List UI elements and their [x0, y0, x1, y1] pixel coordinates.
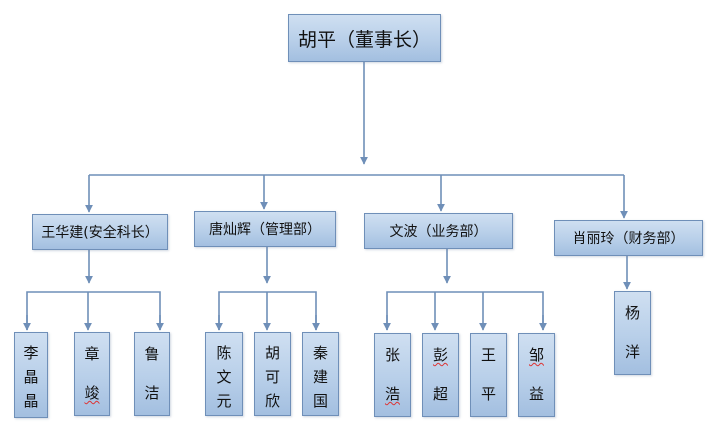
member-char: 元: [216, 392, 232, 410]
member-char: 王: [480, 346, 496, 364]
root-node-chairman: 胡平（董事长）: [288, 14, 441, 62]
member-char: 晶: [23, 392, 39, 410]
member-char: 李: [23, 344, 39, 362]
member-node: 秦 建 国: [302, 332, 339, 416]
member-char: 胡: [264, 344, 280, 362]
member-char: 建: [312, 368, 328, 386]
member-node: 章 竣: [74, 332, 110, 416]
root-node-label: 胡平（董事长）: [297, 28, 431, 51]
member-char: 杨: [624, 304, 640, 322]
member-node: 杨 洋: [614, 291, 651, 375]
member-char: 超: [432, 385, 448, 403]
member-char: 章: [84, 345, 100, 363]
member-char: 洁: [144, 384, 160, 402]
member-node: 胡 可 欣: [254, 332, 291, 416]
member-char: 鲁: [144, 345, 160, 363]
member-node: 王 平: [470, 333, 507, 417]
member-char: 张: [384, 346, 400, 364]
member-node: 张 浩: [374, 333, 411, 417]
member-char: 文: [216, 368, 232, 386]
member-char: 竣: [84, 384, 100, 402]
member-node: 李 晶 晶: [14, 332, 48, 418]
member-char: 可: [264, 368, 280, 386]
dept-node-label: 文波（业务部）: [389, 224, 488, 240]
dept-node-label: 王华建(安全科长）: [41, 225, 159, 241]
member-char: 益: [528, 385, 544, 403]
member-char: 洋: [624, 343, 640, 361]
dept-node-safety: 王华建(安全科长）: [32, 214, 168, 250]
dept-node-label: 肖丽玲（财务部）: [572, 231, 685, 247]
member-char: 国: [312, 392, 328, 410]
dept-node-business: 文波（业务部）: [364, 213, 513, 249]
dept-3-bus-line: [386, 291, 544, 330]
member-char: 陈: [216, 344, 232, 362]
dept-node-finance: 肖丽玲（财务部）: [554, 220, 703, 256]
member-char: 平: [480, 385, 496, 403]
member-char: 邹: [528, 346, 544, 364]
member-char: 欣: [264, 392, 280, 410]
member-char: 彭: [432, 346, 448, 364]
dept-node-management: 唐灿辉（管理部）: [194, 211, 336, 247]
member-node: 邹 益: [518, 333, 555, 417]
member-char: 浩: [384, 385, 400, 403]
member-char: 晶: [23, 368, 39, 386]
dept-node-label: 唐灿辉（管理部）: [209, 222, 321, 238]
dept-1-bus-line: [26, 291, 161, 330]
member-node: 陈 文 元: [205, 332, 243, 416]
member-node: 鲁 洁: [134, 332, 170, 416]
member-node: 彭 超: [422, 333, 459, 417]
member-char: 秦: [312, 344, 328, 362]
